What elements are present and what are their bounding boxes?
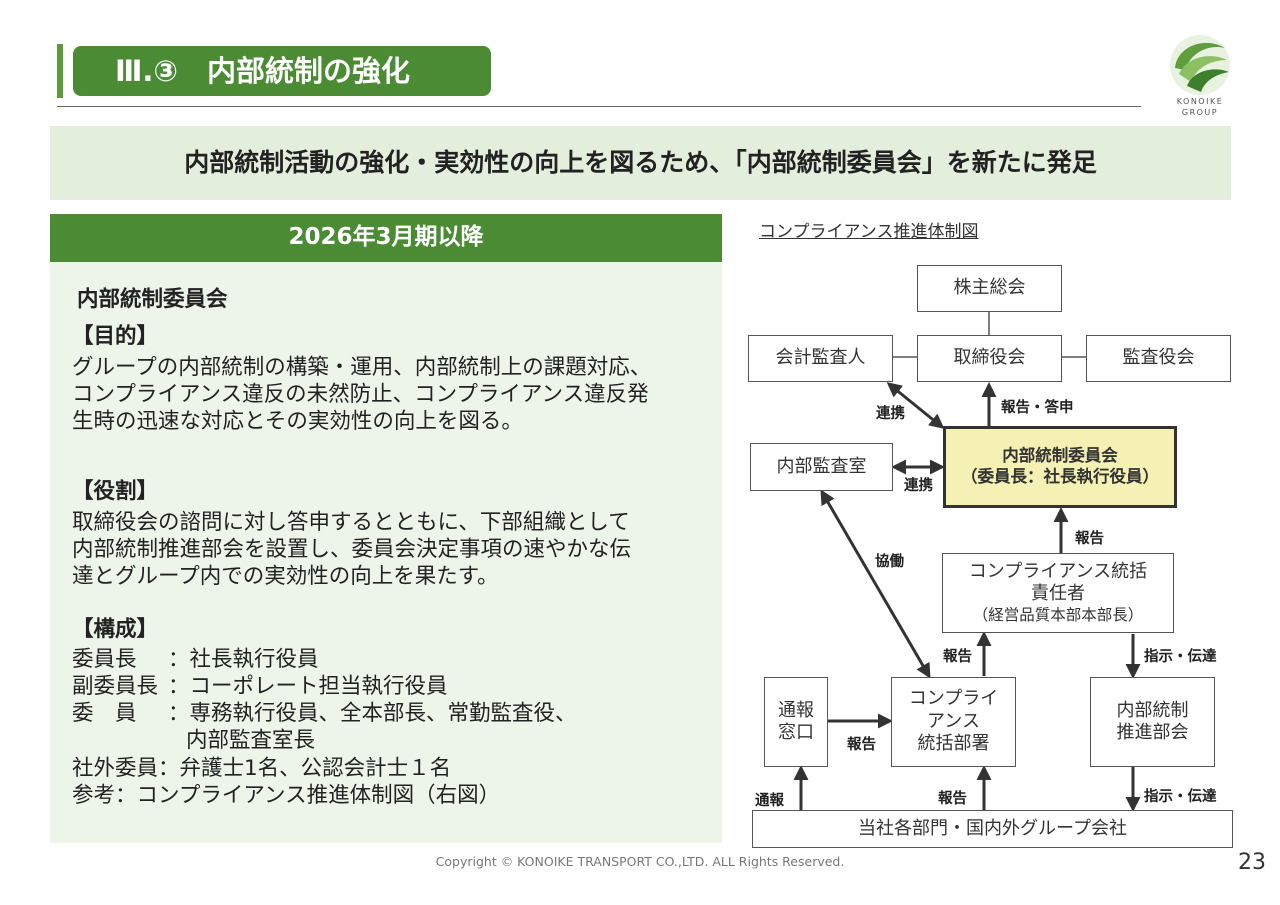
chair-label: 委員長: [72, 647, 137, 672]
internal-audit-box: 内部監査室: [750, 443, 893, 491]
compliance-officer-box: コンプライアンス統括 責任者 （経営品質本部本部長）: [942, 553, 1174, 633]
role-heading: 【役割】: [72, 479, 159, 504]
audit-board-box: 監査役会: [1086, 335, 1231, 382]
label-renkei: 連携: [904, 478, 933, 494]
role-line: 取締役会の諮問に対し答申するとともに、下部組織として: [72, 510, 630, 535]
shareholders-box: 株主総会: [917, 265, 1062, 312]
period-heading: 2026年3月期以降: [50, 214, 722, 262]
reference-note: 参考：コンプライアンス推進体制図（右図）: [72, 783, 501, 808]
label-report-answer: 報告・答申: [1001, 400, 1074, 416]
label-tsuho: 通報: [755, 793, 784, 809]
label-renkei: 連携: [876, 406, 905, 422]
promotion-subcommittee-box: 内部統制 推進部会: [1090, 677, 1215, 767]
purpose-line: 生時の迅速な対応とその実効性の向上を図る。: [72, 409, 523, 434]
internal-control-committee-box: 内部統制委員会 （委員長：社長執行役員）: [943, 426, 1177, 508]
committee-title: 内部統制委員会: [77, 287, 228, 312]
header-divider: [57, 106, 1141, 107]
label-instruct: 指示・伝達: [1144, 789, 1217, 805]
accounting-auditor-box: 会計監査人: [748, 335, 893, 382]
label-report: 報告: [847, 737, 876, 753]
label-report: 報告: [943, 649, 972, 665]
copyright-footer: Copyright © KONOIKE TRANSPORT CO.,LTD. A…: [435, 854, 845, 869]
konoike-logo-icon: [1165, 30, 1235, 120]
compliance-department-box: コンプライ アンス 統括部署: [891, 677, 1016, 767]
label-kyodo: 協働: [875, 554, 904, 570]
external-members: 社外委員：弁護士1名、公認会計士１名: [72, 756, 452, 781]
members-value-cont: 内部監査室長: [186, 728, 316, 753]
logo-text: KONOIKE GROUP: [1176, 97, 1224, 117]
vice-chair-value: ：コーポレート担当執行役員: [168, 674, 448, 699]
diagram-title: コンプライアンス推進体制図: [759, 222, 979, 242]
board-box: 取締役会: [917, 335, 1062, 382]
page-number: 23: [1238, 850, 1266, 875]
hotline-box: 通報 窓口: [764, 677, 828, 767]
label-report: 報告: [1075, 531, 1104, 547]
vice-chair-label: 副委員長: [72, 674, 159, 699]
label-instruct: 指示・伝達: [1144, 649, 1217, 665]
chair-value: ：社長執行役員: [168, 647, 319, 672]
role-line: 達とグループ内での実効性の向上を果たす。: [72, 564, 499, 589]
composition-heading: 【構成】: [72, 617, 159, 642]
members-label: 委 員: [72, 701, 137, 726]
title-accent-bar: [57, 44, 63, 98]
purpose-heading: 【目的】: [72, 324, 159, 349]
purpose-line: コンプライアンス違反の未然防止、コンプライアンス違反発: [72, 382, 649, 407]
group-companies-box: 当社各部門・国内外グループ会社: [752, 810, 1233, 848]
headline-banner: 内部統制活動の強化・実効性の向上を図るため、「内部統制委員会」を新たに発足: [50, 126, 1231, 200]
members-value: ：専務執行役員、全本部長、常勤監査役、: [168, 701, 577, 726]
label-report: 報告: [938, 791, 967, 807]
purpose-line: グループの内部統制の構築・運用、内部統制上の課題対応、: [72, 355, 652, 380]
role-line: 内部統制推進部会を設置し、委員会決定事項の速やかな伝: [72, 537, 632, 562]
page-title: Ⅲ.③ 内部統制の強化: [73, 46, 491, 96]
committee-panel: 内部統制委員会 【目的】 グループの内部統制の構築・運用、内部統制上の課題対応、…: [50, 262, 722, 843]
